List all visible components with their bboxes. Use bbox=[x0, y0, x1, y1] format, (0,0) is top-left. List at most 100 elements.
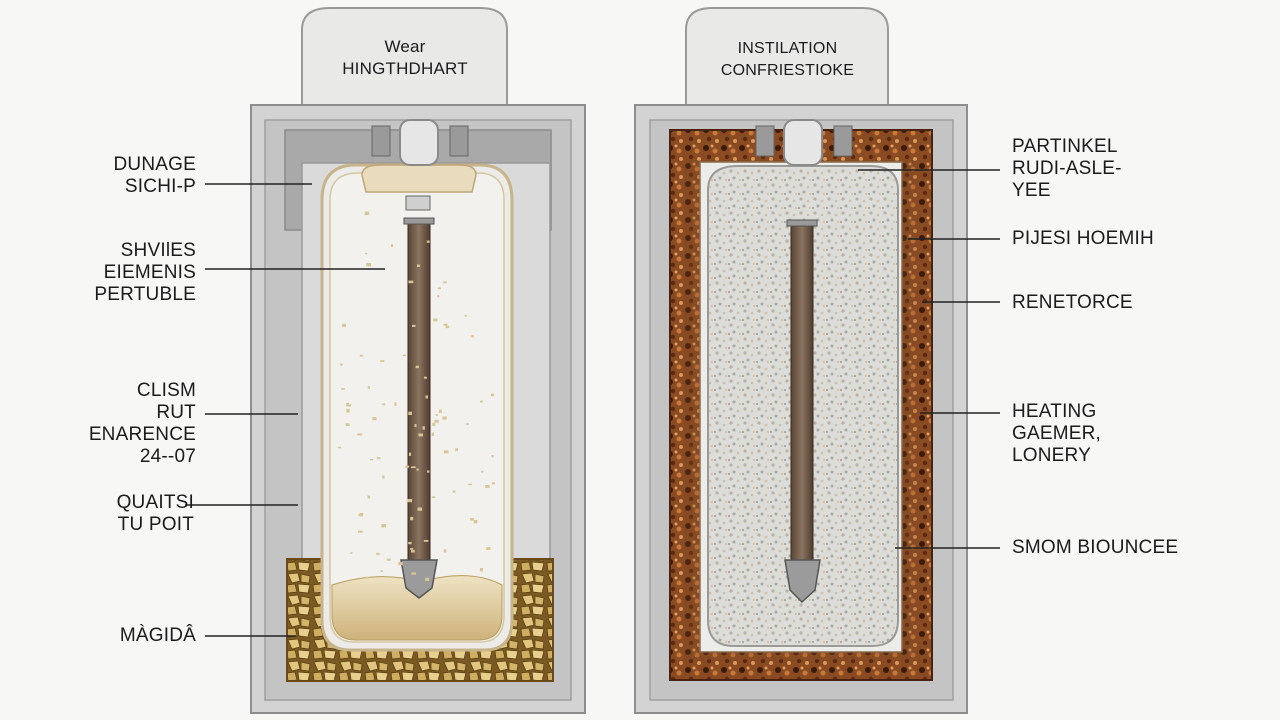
sediment-flake bbox=[367, 495, 371, 499]
sediment-flake bbox=[386, 558, 391, 561]
sediment-flake bbox=[431, 496, 436, 499]
sediment-flake bbox=[410, 516, 414, 521]
sediment-flake bbox=[486, 547, 491, 550]
label-quaitsi-line-2: TU POIT bbox=[117, 514, 194, 535]
sediment-flake bbox=[443, 450, 449, 454]
sediment-flake bbox=[345, 423, 350, 427]
sediment-flake bbox=[411, 466, 416, 469]
label-dunage: DUNAGE SICHI-P bbox=[60, 154, 196, 198]
label-smom-line-1: SMOM BIOUNCEE bbox=[1012, 537, 1179, 558]
leader-lines bbox=[185, 169, 1000, 637]
label-partinkel-line-1: PARTINKEL bbox=[1012, 136, 1118, 157]
sediment-flake bbox=[382, 475, 385, 479]
sediment-flake bbox=[348, 404, 351, 407]
left-header-line-2: HINGTHDHART bbox=[342, 59, 468, 78]
sediment-flake bbox=[359, 513, 364, 517]
right-header-tab bbox=[685, 7, 889, 106]
sediment-flake bbox=[443, 281, 447, 284]
label-plesi-line-1: PIJESI HOEMIH bbox=[1012, 228, 1154, 249]
right-rod bbox=[790, 225, 814, 567]
sediment-flake bbox=[398, 562, 403, 566]
label-smom: SMOM BIOUNCEE bbox=[1012, 537, 1178, 559]
sediment-flake bbox=[470, 518, 474, 521]
label-heating-line-2: GAEMER, bbox=[1012, 423, 1102, 444]
sediment-flake bbox=[412, 324, 416, 327]
left-rod bbox=[407, 221, 431, 568]
label-quaitsi-line-1: QUAITSI bbox=[116, 492, 194, 513]
sediment-flake bbox=[408, 452, 412, 456]
sediment-flake bbox=[485, 485, 490, 488]
sediment-flake bbox=[452, 490, 456, 493]
sediment-flake bbox=[479, 568, 483, 572]
sediment-flake bbox=[435, 414, 438, 416]
right-unit bbox=[634, 7, 968, 714]
sediment-flake bbox=[338, 446, 342, 449]
sediment-flake bbox=[366, 263, 371, 267]
sediment-flake bbox=[426, 240, 430, 243]
sediment-flake bbox=[408, 541, 412, 545]
sediment-flake bbox=[415, 365, 419, 369]
sediment-flake bbox=[431, 432, 434, 437]
label-dunage-line-1: DUNAGE bbox=[113, 154, 196, 175]
label-partinkel-line-3: YEE bbox=[1012, 180, 1051, 201]
sediment-flake bbox=[423, 376, 427, 379]
sediment-flake bbox=[418, 433, 423, 437]
sediment-flake bbox=[358, 530, 363, 533]
left-header-line-1: Wear bbox=[384, 37, 426, 56]
sediment-flake bbox=[423, 540, 429, 542]
label-clism: CLISM RUT ENARENCE 24--07 bbox=[60, 380, 196, 468]
sediment-flake bbox=[382, 403, 386, 406]
sediment-flake bbox=[350, 552, 353, 554]
label-shviles: SHVIlES EIEMENIS PERTUBLE bbox=[60, 240, 196, 306]
sediment-flake bbox=[427, 470, 430, 473]
sediment-flake bbox=[372, 417, 377, 421]
right-header-title: INSTILATION CONFRIESTIOKE bbox=[690, 38, 885, 82]
label-renetorce-line-1: RENETORCE bbox=[1012, 292, 1133, 313]
label-shviles-line-1: SHVIlES bbox=[120, 240, 196, 261]
label-shviles-line-2: EIEMENIS bbox=[103, 262, 196, 283]
label-clism-line-2: RUT bbox=[156, 402, 196, 423]
sediment-flake bbox=[470, 335, 474, 338]
label-heating: HEATING GAEMER, LONERY bbox=[1012, 401, 1101, 467]
right-header-line-2: CONFRIESTIOKE bbox=[720, 62, 855, 79]
sediment-flake bbox=[443, 323, 448, 326]
sediment-flake bbox=[422, 426, 425, 430]
label-clism-line-3: ENARENCE bbox=[88, 424, 196, 445]
sediment-flake bbox=[341, 388, 345, 390]
sediment-flake bbox=[416, 468, 419, 471]
sediment-flake bbox=[411, 550, 415, 553]
sediment-flake bbox=[491, 482, 495, 485]
sediment-flake bbox=[445, 325, 450, 329]
sediment-flake bbox=[357, 433, 363, 436]
sediment-flake bbox=[468, 483, 472, 486]
sediment-flake bbox=[408, 411, 412, 415]
sediment-flake bbox=[491, 455, 494, 458]
label-quaitsi: QUAITSI TU POIT bbox=[40, 492, 194, 536]
sediment-flake bbox=[455, 448, 458, 452]
sediment-flake bbox=[394, 402, 397, 406]
sediment-flake bbox=[408, 280, 414, 284]
sediment-flake bbox=[405, 465, 410, 468]
sediment-flake bbox=[490, 393, 495, 397]
left-header-title: Wear HINGTHDHART bbox=[310, 36, 500, 80]
sediment-flake bbox=[340, 363, 343, 366]
sediment-flake bbox=[473, 520, 478, 524]
label-plesi: PIJESI HOEMIH bbox=[1012, 228, 1154, 250]
sediment-flake bbox=[411, 572, 416, 575]
sediment-flake bbox=[381, 524, 386, 528]
sediment-flake bbox=[480, 400, 483, 403]
left-unit bbox=[250, 7, 586, 714]
sediment-flake bbox=[365, 252, 368, 255]
label-renetorce: RENETORCE bbox=[1012, 292, 1133, 314]
sediment-flake bbox=[466, 423, 469, 426]
left-header-tab bbox=[301, 7, 508, 106]
sediment-flake bbox=[425, 395, 428, 399]
sediment-flake bbox=[407, 499, 413, 503]
label-shviles-line-3: PERTUBLE bbox=[94, 284, 196, 305]
sediment-flake bbox=[367, 386, 370, 389]
label-heating-line-3: LONERY bbox=[1012, 445, 1091, 466]
sediment-flake bbox=[380, 360, 385, 362]
label-magida: MÀGIDÂ bbox=[60, 625, 196, 647]
sediment-flake bbox=[370, 458, 373, 461]
